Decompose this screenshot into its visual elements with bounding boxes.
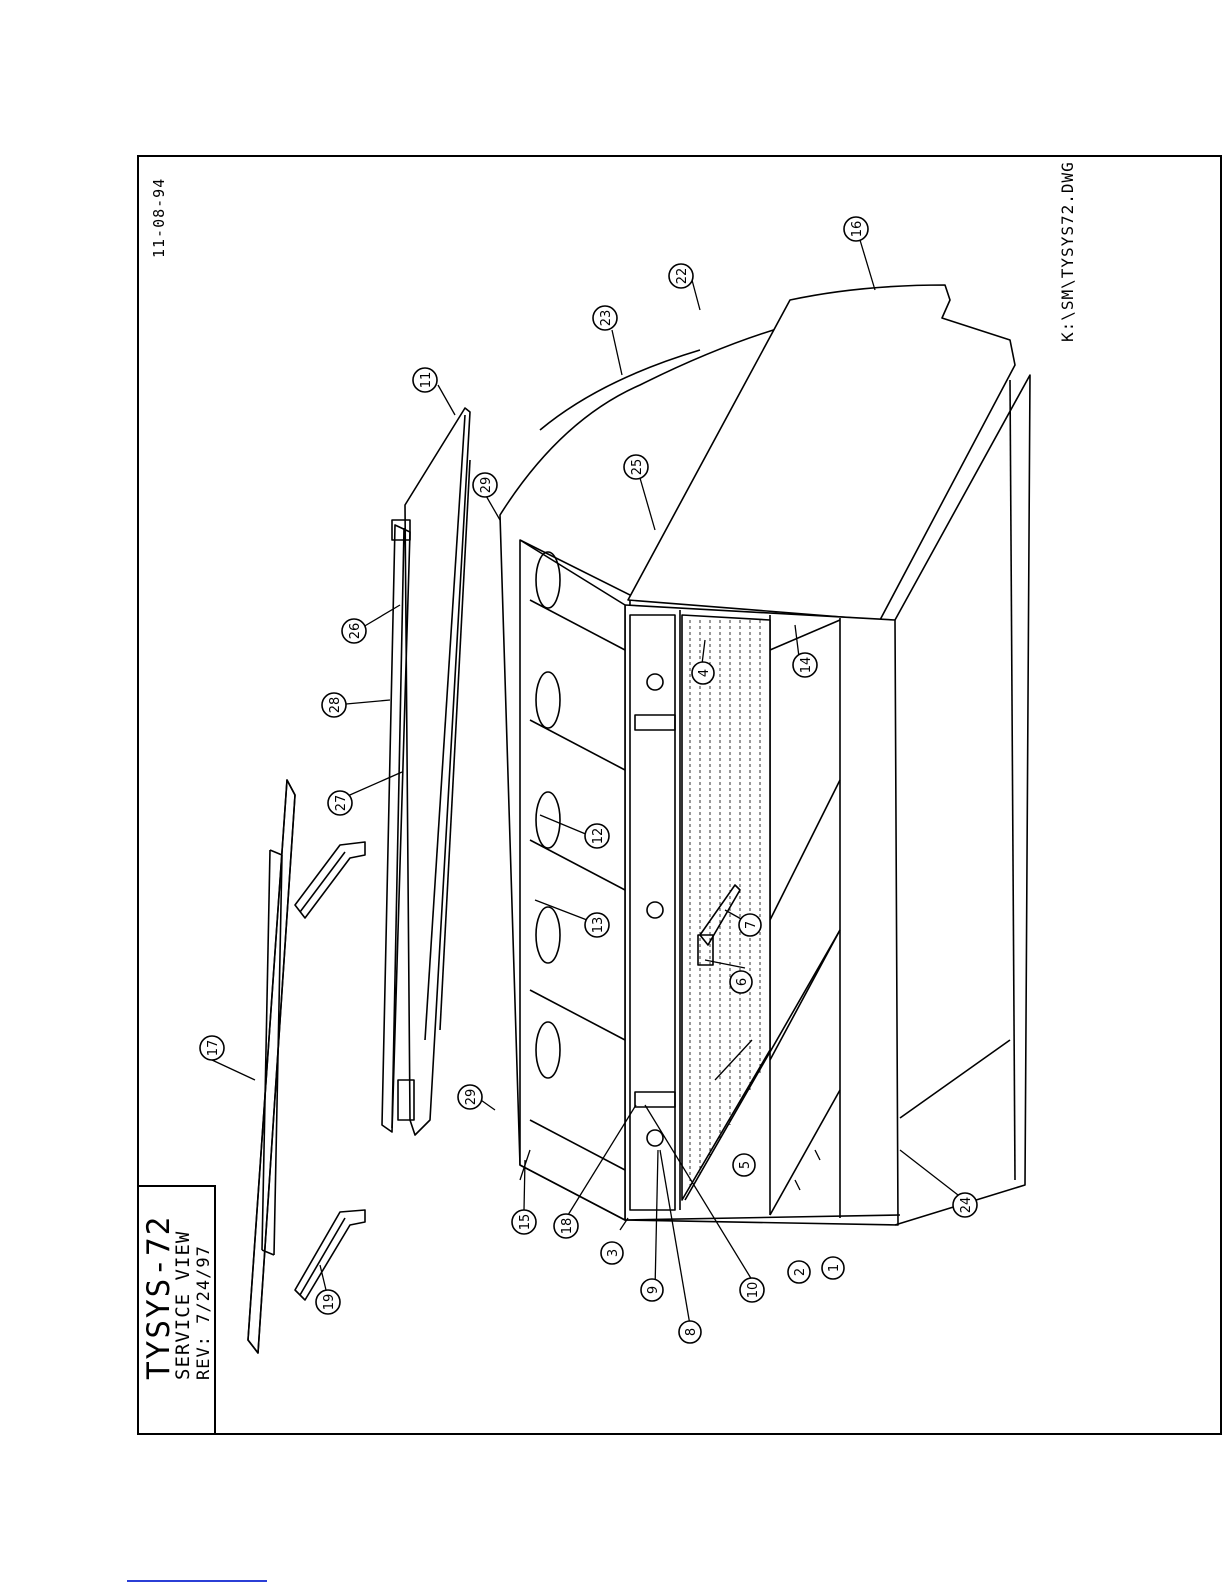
- revision-label: REV: 7/24/97: [196, 1245, 213, 1380]
- svg-text:23: 23: [599, 310, 614, 327]
- part-19-brackets: [295, 842, 365, 1300]
- svg-text:9: 9: [646, 1286, 661, 1294]
- callout-27: 27: [328, 791, 352, 815]
- svg-text:24: 24: [959, 1197, 974, 1214]
- callout-24: 24: [953, 1193, 977, 1217]
- svg-text:29: 29: [479, 477, 494, 494]
- callout-6: 6: [730, 971, 752, 993]
- callout-29-bottom: 29: [458, 1085, 482, 1109]
- callout-13: 13: [585, 913, 609, 937]
- callout-18: 18: [554, 1214, 578, 1238]
- callout-16: 16: [844, 217, 868, 241]
- svg-text:5: 5: [738, 1161, 753, 1169]
- model-title: TYSYS-72: [144, 1215, 175, 1380]
- svg-text:29: 29: [464, 1089, 479, 1106]
- callout-17: 17: [200, 1036, 224, 1060]
- svg-text:4: 4: [697, 669, 712, 677]
- svg-text:7: 7: [744, 921, 759, 929]
- svg-text:22: 22: [675, 268, 690, 285]
- callout-15: 15: [512, 1210, 536, 1234]
- part-17-glass-panel: [248, 780, 295, 1353]
- callout-11: 11: [413, 368, 437, 392]
- callout-2: 2: [788, 1261, 810, 1283]
- light-canopy-frame: [520, 540, 625, 1220]
- svg-text:17: 17: [206, 1040, 221, 1057]
- svg-text:16: 16: [850, 221, 865, 238]
- callout-3: 3: [601, 1242, 623, 1264]
- svg-text:13: 13: [591, 917, 606, 934]
- svg-text:3: 3: [606, 1249, 621, 1257]
- drawing-filename: K:\SM\TYSYS72.DWG: [1060, 161, 1076, 342]
- part-11-canopy: [405, 408, 470, 1135]
- callout-29-top: 29: [473, 473, 497, 497]
- callout-12: 12: [585, 824, 609, 848]
- svg-text:28: 28: [328, 697, 343, 714]
- callout-22: 22: [669, 264, 693, 288]
- svg-text:12: 12: [591, 828, 606, 845]
- callout-10: 10: [740, 1278, 764, 1302]
- callout-4: 4: [692, 662, 714, 684]
- drawing-date: 11-08-94: [152, 178, 167, 258]
- callout-23: 23: [593, 306, 617, 330]
- svg-text:11: 11: [419, 372, 434, 389]
- callout-7: 7: [739, 914, 761, 936]
- svg-text:8: 8: [684, 1328, 699, 1336]
- callout-26: 26: [342, 619, 366, 643]
- callout-14: 14: [793, 653, 817, 677]
- svg-text:18: 18: [560, 1218, 575, 1235]
- svg-text:2: 2: [793, 1268, 808, 1276]
- footer-link-underline: [127, 1580, 267, 1582]
- svg-text:6: 6: [735, 978, 750, 986]
- svg-text:19: 19: [322, 1294, 337, 1311]
- callout-25: 25: [624, 455, 648, 479]
- svg-text:10: 10: [746, 1282, 761, 1299]
- callout-1: 1: [822, 1257, 844, 1279]
- callout-8: 8: [679, 1321, 701, 1343]
- svg-text:15: 15: [518, 1214, 533, 1231]
- control-strip: [630, 615, 675, 1210]
- callout-28: 28: [322, 693, 346, 717]
- svg-text:25: 25: [630, 459, 645, 476]
- callout-5: 5: [733, 1154, 755, 1176]
- svg-text:14: 14: [799, 657, 814, 674]
- svg-text:1: 1: [827, 1264, 842, 1272]
- svg-text:26: 26: [348, 623, 363, 640]
- view-subtitle: SERVICE VIEW: [174, 1231, 193, 1380]
- callout-9: 9: [641, 1279, 663, 1301]
- svg-text:27: 27: [334, 795, 349, 812]
- callout-19: 19: [316, 1290, 340, 1314]
